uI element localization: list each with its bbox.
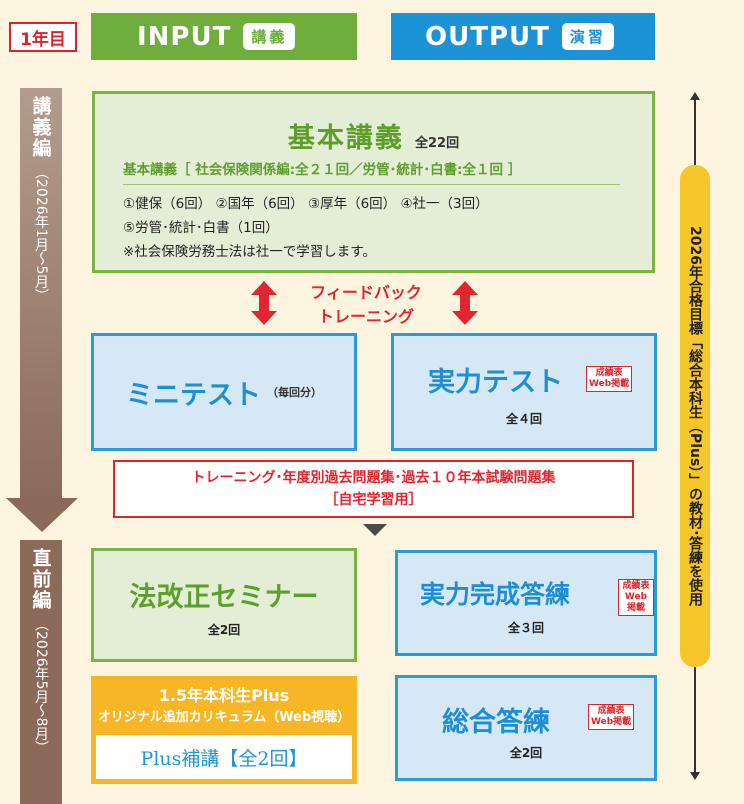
mini-test-box: ミニテスト （毎回分） bbox=[91, 333, 357, 451]
web-badge-line2: Web掲載 bbox=[589, 379, 630, 389]
kihon-divider bbox=[123, 184, 620, 185]
training-banner: トレーニング･年度別過去問題集･過去１０年本試験問題集 ［自宅学習用］ bbox=[113, 460, 634, 518]
training-line1: トレーニング･年度別過去問題集･過去１０年本試験問題集 bbox=[191, 470, 556, 486]
kansei-title: 実力完成答練 bbox=[420, 580, 571, 609]
lecture-phase-bar: 講義編 （2026年1月～5月） bbox=[20, 88, 62, 500]
kihon-detail-1: ①健保（6回） ②国年（6回） ③厚年（6回） ④社一（3回） bbox=[123, 196, 489, 212]
materials-side-bar: 2026年合格目標「総合本科生（Plus）」の教材･答練を使用 bbox=[680, 165, 710, 667]
hokaisei-seminar-box: 法改正セミナー 全2回 bbox=[91, 548, 357, 662]
down-triangle-icon bbox=[363, 524, 387, 536]
sogo-title: 総合答練 bbox=[442, 707, 550, 738]
kihon-detail-2: ⑤労管･統計･白書（1回） bbox=[123, 220, 279, 236]
feedback-line1: フィードバック bbox=[310, 283, 422, 302]
span-top-arrow-icon bbox=[690, 92, 700, 100]
jitsuryoku-test-count: 全４回 bbox=[505, 412, 542, 426]
kihon-subtitle: 基本講義［ 社会保険関係編:全２１回／労管･統計･白書:全１回 ］ bbox=[123, 162, 522, 178]
kihon-box: 基本講義 全22回 基本講義［ 社会保険関係編:全２１回／労管･統計･白書:全１… bbox=[92, 91, 655, 273]
plus-inner-label: Plus補講【全2回】 bbox=[96, 735, 352, 779]
web-badge-line2: Web掲載 bbox=[624, 592, 648, 613]
final-phase-bar: 直前編 （2026年5月～8月） bbox=[20, 540, 62, 804]
sogo-count: 全2回 bbox=[509, 746, 543, 760]
input-header: INPUT 講義 bbox=[91, 13, 357, 60]
jitsuryoku-test-title: 実力テスト bbox=[428, 367, 563, 398]
kihon-count: 全22回 bbox=[415, 136, 460, 151]
feedback-line2: トレーニング bbox=[317, 307, 414, 326]
phase-arrow-icon bbox=[6, 498, 78, 532]
lecture-phase-text: 講義編 （2026年1月～5月） bbox=[20, 88, 62, 302]
plus-line1: 1.5年本科生Plus bbox=[158, 686, 290, 705]
final-phase-text: 直前編 （2026年5月～8月） bbox=[20, 540, 62, 754]
span-bottom-arrow-icon bbox=[690, 772, 700, 780]
training-line2: ［自宅学習用］ bbox=[324, 492, 423, 508]
feedback-label: フィードバック トレーニング bbox=[296, 281, 436, 329]
web-badge-line1: 成績表 bbox=[595, 368, 623, 378]
plus-box: 1.5年本科生Plus オリジナル追加カリキュラム（Web視聴） Plus補講【… bbox=[91, 676, 357, 784]
output-header: OUTPUT 演習 bbox=[391, 13, 655, 60]
output-badge: 演習 bbox=[561, 23, 614, 50]
double-arrow-icon bbox=[251, 281, 277, 325]
web-badge: 成績表 Web掲載 bbox=[588, 704, 635, 730]
year-tag: 1年目 bbox=[9, 22, 77, 52]
web-badge-line2: Web掲載 bbox=[591, 717, 632, 727]
kihon-title-row: 基本講義 全22回 bbox=[95, 116, 652, 155]
final-phase-title: 直前編 bbox=[29, 548, 52, 611]
kansei-count: 全３回 bbox=[507, 621, 544, 635]
mini-test-count: （毎回分） bbox=[267, 386, 322, 399]
web-badge-line1: 成績表 bbox=[597, 706, 625, 716]
lecture-phase-period: （2026年1月～5月） bbox=[33, 165, 49, 303]
lecture-phase-title: 講義編 bbox=[29, 96, 52, 159]
hokaisei-count: 全2回 bbox=[207, 623, 241, 637]
input-title: INPUT bbox=[137, 21, 232, 52]
web-badge-line1: 成績表 bbox=[622, 581, 650, 591]
plus-line2: オリジナル追加カリキュラム（Web視聴） bbox=[97, 710, 351, 725]
materials-side-label: 2026年合格目標「総合本科生（Plus）」の教材･答練を使用 bbox=[687, 225, 703, 607]
hokaisei-title: 法改正セミナー bbox=[129, 582, 319, 613]
mini-test-title: ミニテスト bbox=[126, 379, 261, 411]
kansei-toren-box: 実力完成答練 成績表 Web掲載 全３回 bbox=[395, 550, 657, 656]
output-title: OUTPUT bbox=[425, 21, 550, 52]
sogo-toren-box: 総合答練 成績表 Web掲載 全2回 bbox=[395, 675, 657, 781]
kihon-title: 基本講義 bbox=[287, 123, 404, 154]
input-badge: 講義 bbox=[243, 23, 296, 50]
jitsuryoku-test-box: 実力テスト 成績表 Web掲載 全４回 bbox=[391, 333, 657, 451]
kihon-detail-3: ※社会保険労務士法は社一で学習します。 bbox=[123, 244, 376, 260]
web-badge: 成績表 Web掲載 bbox=[618, 579, 654, 616]
web-badge: 成績表 Web掲載 bbox=[586, 366, 633, 392]
double-arrow-icon bbox=[452, 281, 478, 325]
final-phase-period: （2026年5月～8月） bbox=[33, 617, 49, 755]
